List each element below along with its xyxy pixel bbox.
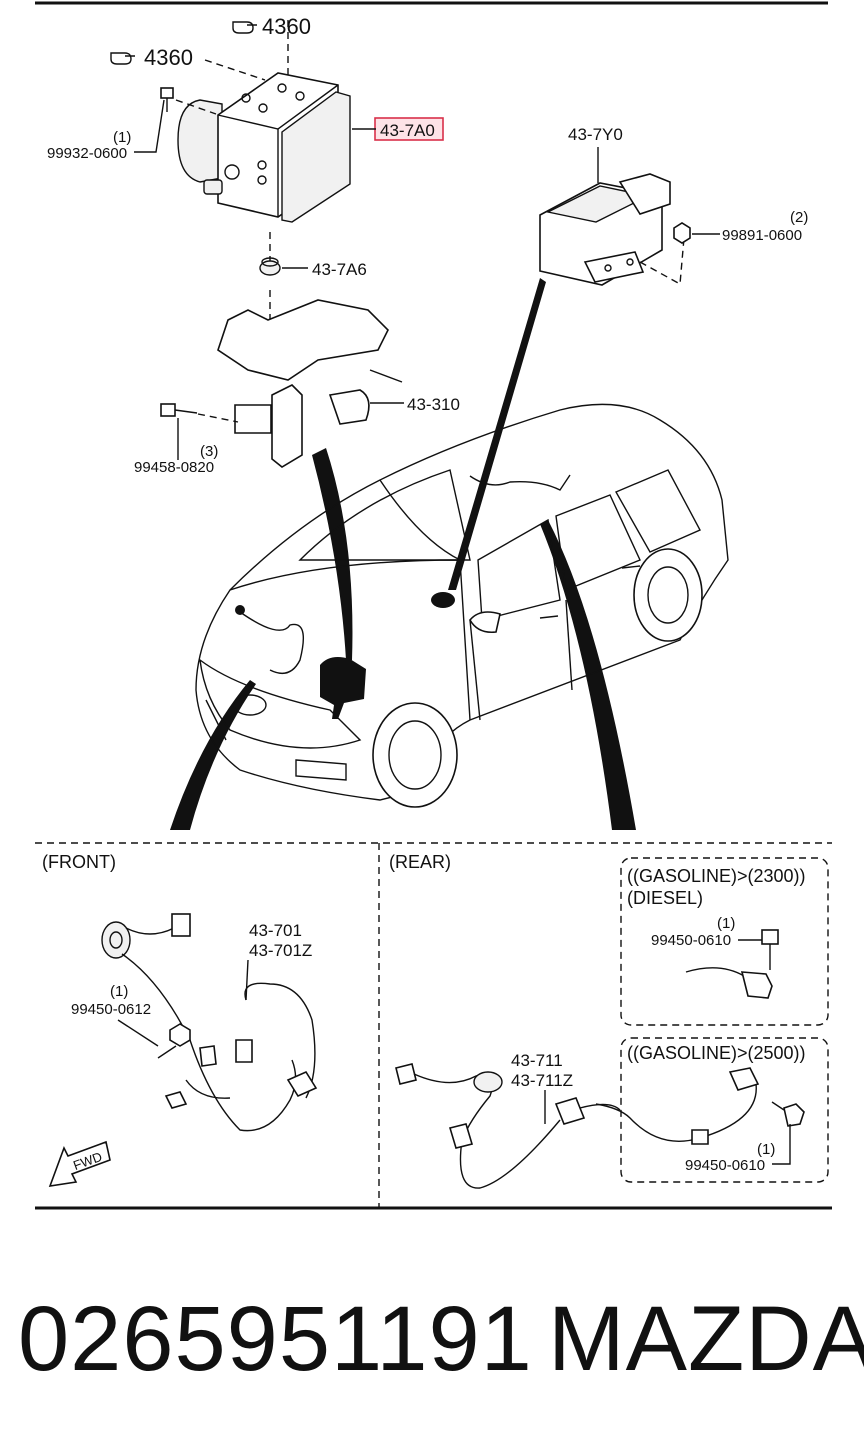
label-front-bolt[interactable]: 99450-0612 (71, 1001, 151, 1018)
label-hcu-bolt[interactable]: 99932-0600 (47, 145, 127, 162)
yaw-sensor-unit (539, 173, 685, 286)
rear-sensor-icon (685, 967, 773, 999)
label-hcu-bolt-qty: (1) (113, 129, 131, 146)
bolt-icon (160, 403, 198, 417)
front-section-title: (FRONT) (42, 852, 116, 872)
box1-line1: ((GASOLINE)>(2300)) (627, 866, 806, 886)
box1-bolt[interactable]: 99450-0610 (651, 932, 731, 949)
box2-line1: ((GASOLINE)>(2500)) (627, 1043, 806, 1063)
label-insulator[interactable]: 43-7A6 (312, 260, 367, 279)
footer-part-number: 0265951191 (18, 1288, 533, 1390)
nut-icon (673, 222, 691, 244)
label-sensor-nut-qty: (2) (790, 209, 808, 226)
label-rear-wire-b[interactable]: 43-711Z (511, 1071, 573, 1090)
hand-pointer-icon (110, 52, 135, 65)
hydraulic-unit (175, 20, 351, 330)
bolt-icon (157, 1023, 191, 1059)
option-box-2500 (620, 1037, 829, 1183)
vehicle-illustration (195, 403, 729, 808)
bolt-icon (761, 929, 779, 970)
hand-pointer-icon (232, 21, 257, 34)
bracket-icon (217, 299, 403, 468)
section-frame (35, 842, 832, 1210)
label-front-bolt-qty: (1) (110, 983, 128, 1000)
ref-4360-lower: 4360 (144, 45, 193, 70)
label-front-wire-b[interactable]: 43-701Z (249, 941, 312, 960)
label-sensor-unit[interactable]: 43-7Y0 (568, 125, 623, 144)
box1-bolt-qty: (1) (717, 915, 735, 932)
box2-bolt-qty: (1) (757, 1141, 775, 1158)
rear-wheel-sensor (395, 1063, 621, 1189)
ref-4360-upper: 4360 (262, 14, 311, 39)
box2-bolt[interactable]: 99450-0610 (685, 1157, 765, 1174)
label-bracket-bolt[interactable]: 99458-0820 (134, 459, 214, 476)
rear-section-title: (REAR) (389, 852, 451, 872)
front-wheel-sensor (101, 913, 318, 1132)
label-front-wire-a[interactable]: 43-701 (249, 921, 302, 940)
label-hcu[interactable]: 43-7A0 (380, 121, 435, 140)
insulator-icon (259, 257, 281, 276)
label-rear-wire-a[interactable]: 43-711 (511, 1051, 563, 1070)
option-box-2300 (620, 857, 829, 1026)
rear-sensor-icon (595, 1067, 760, 1145)
label-bracket-bolt-qty: (3) (200, 443, 218, 460)
bolt-icon (771, 1101, 805, 1127)
footer-brand: MAZDA (548, 1288, 864, 1390)
box1-line2: (DIESEL) (627, 888, 703, 908)
label-bracket[interactable]: 43-310 (407, 395, 460, 414)
fwd-arrow-icon: FWD (48, 1140, 111, 1187)
bolt-icon (160, 87, 174, 112)
label-sensor-nut[interactable]: 99891-0600 (722, 227, 802, 244)
